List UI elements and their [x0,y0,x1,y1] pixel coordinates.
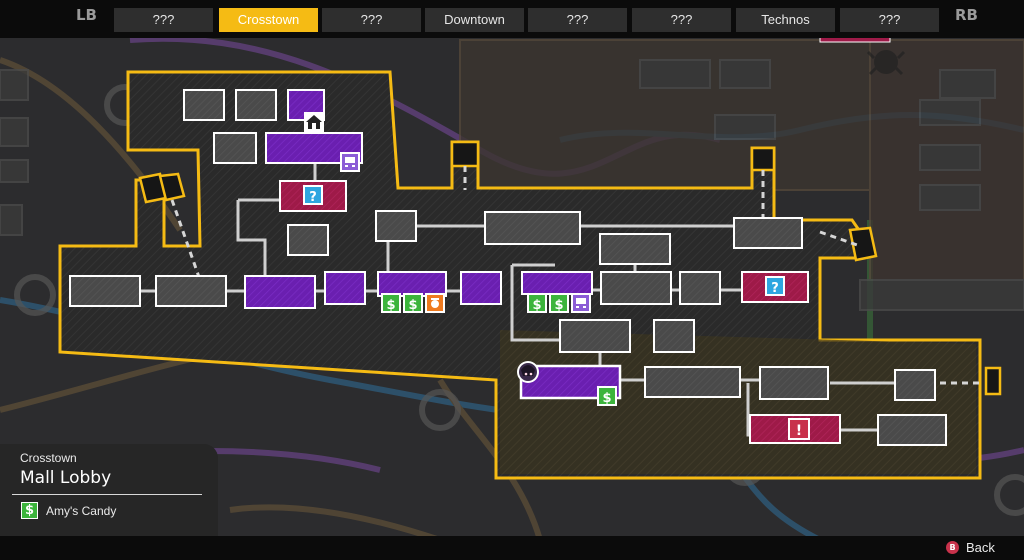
bus-icon [571,293,591,313]
shop-name: Amy's Candy [46,504,117,518]
shop-dollar-icon: $ [403,293,423,313]
tab-unknown-1[interactable]: ??? [114,8,213,32]
bus-icon [340,152,360,172]
question-icon: ? [303,185,323,205]
shop-dollar-icon: $ [21,502,38,519]
svg-text:$: $ [408,298,417,313]
alert-icon: ! [788,418,810,440]
svg-text:$: $ [602,391,611,406]
svg-text:$: $ [554,298,563,313]
question-icon: ? [765,276,785,296]
food-icon [425,293,445,313]
boss-marker-icon [866,50,906,76]
svg-text:!: ! [796,423,802,439]
divider [12,494,202,495]
tab-technos[interactable]: Technos [736,8,835,32]
player-marker-icon [517,361,539,383]
back-button[interactable]: Back [966,540,995,555]
shop-dollar-icon: $ [597,386,617,406]
location-name: Mall Lobby [20,468,112,488]
area-exits [138,140,1002,396]
district-name: Crosstown [20,451,77,465]
tab-crosstown[interactable]: Crosstown [219,8,318,32]
b-button-icon[interactable]: B [946,541,959,554]
rb-shoulder-button[interactable]: RB [955,6,978,24]
svg-text:?: ? [309,190,317,205]
shop-dollar-icon: $ [381,293,401,313]
location-info-panel: Crosstown Mall Lobby $ Amy's Candy [0,444,218,536]
shop-dollar-icon: $ [527,293,547,313]
map-rooms[interactable] [69,89,947,446]
tab-downtown[interactable]: Downtown [425,8,524,32]
district-tab-bar: LB ??? Crosstown ??? Downtown ??? ??? Te… [0,0,1024,38]
tab-unknown-5[interactable]: ??? [840,8,939,32]
svg-text:$: $ [386,298,395,313]
tab-unknown-2[interactable]: ??? [322,8,421,32]
bottom-control-bar: B Back [0,536,1024,560]
svg-text:?: ? [771,281,779,296]
home-icon [304,112,324,132]
tab-unknown-3[interactable]: ??? [528,8,627,32]
exit-paths [170,166,980,385]
lb-shoulder-button[interactable]: LB [76,6,97,24]
svg-text:$: $ [532,298,541,313]
shop-dollar-icon: $ [549,293,569,313]
tab-unknown-4[interactable]: ??? [632,8,731,32]
